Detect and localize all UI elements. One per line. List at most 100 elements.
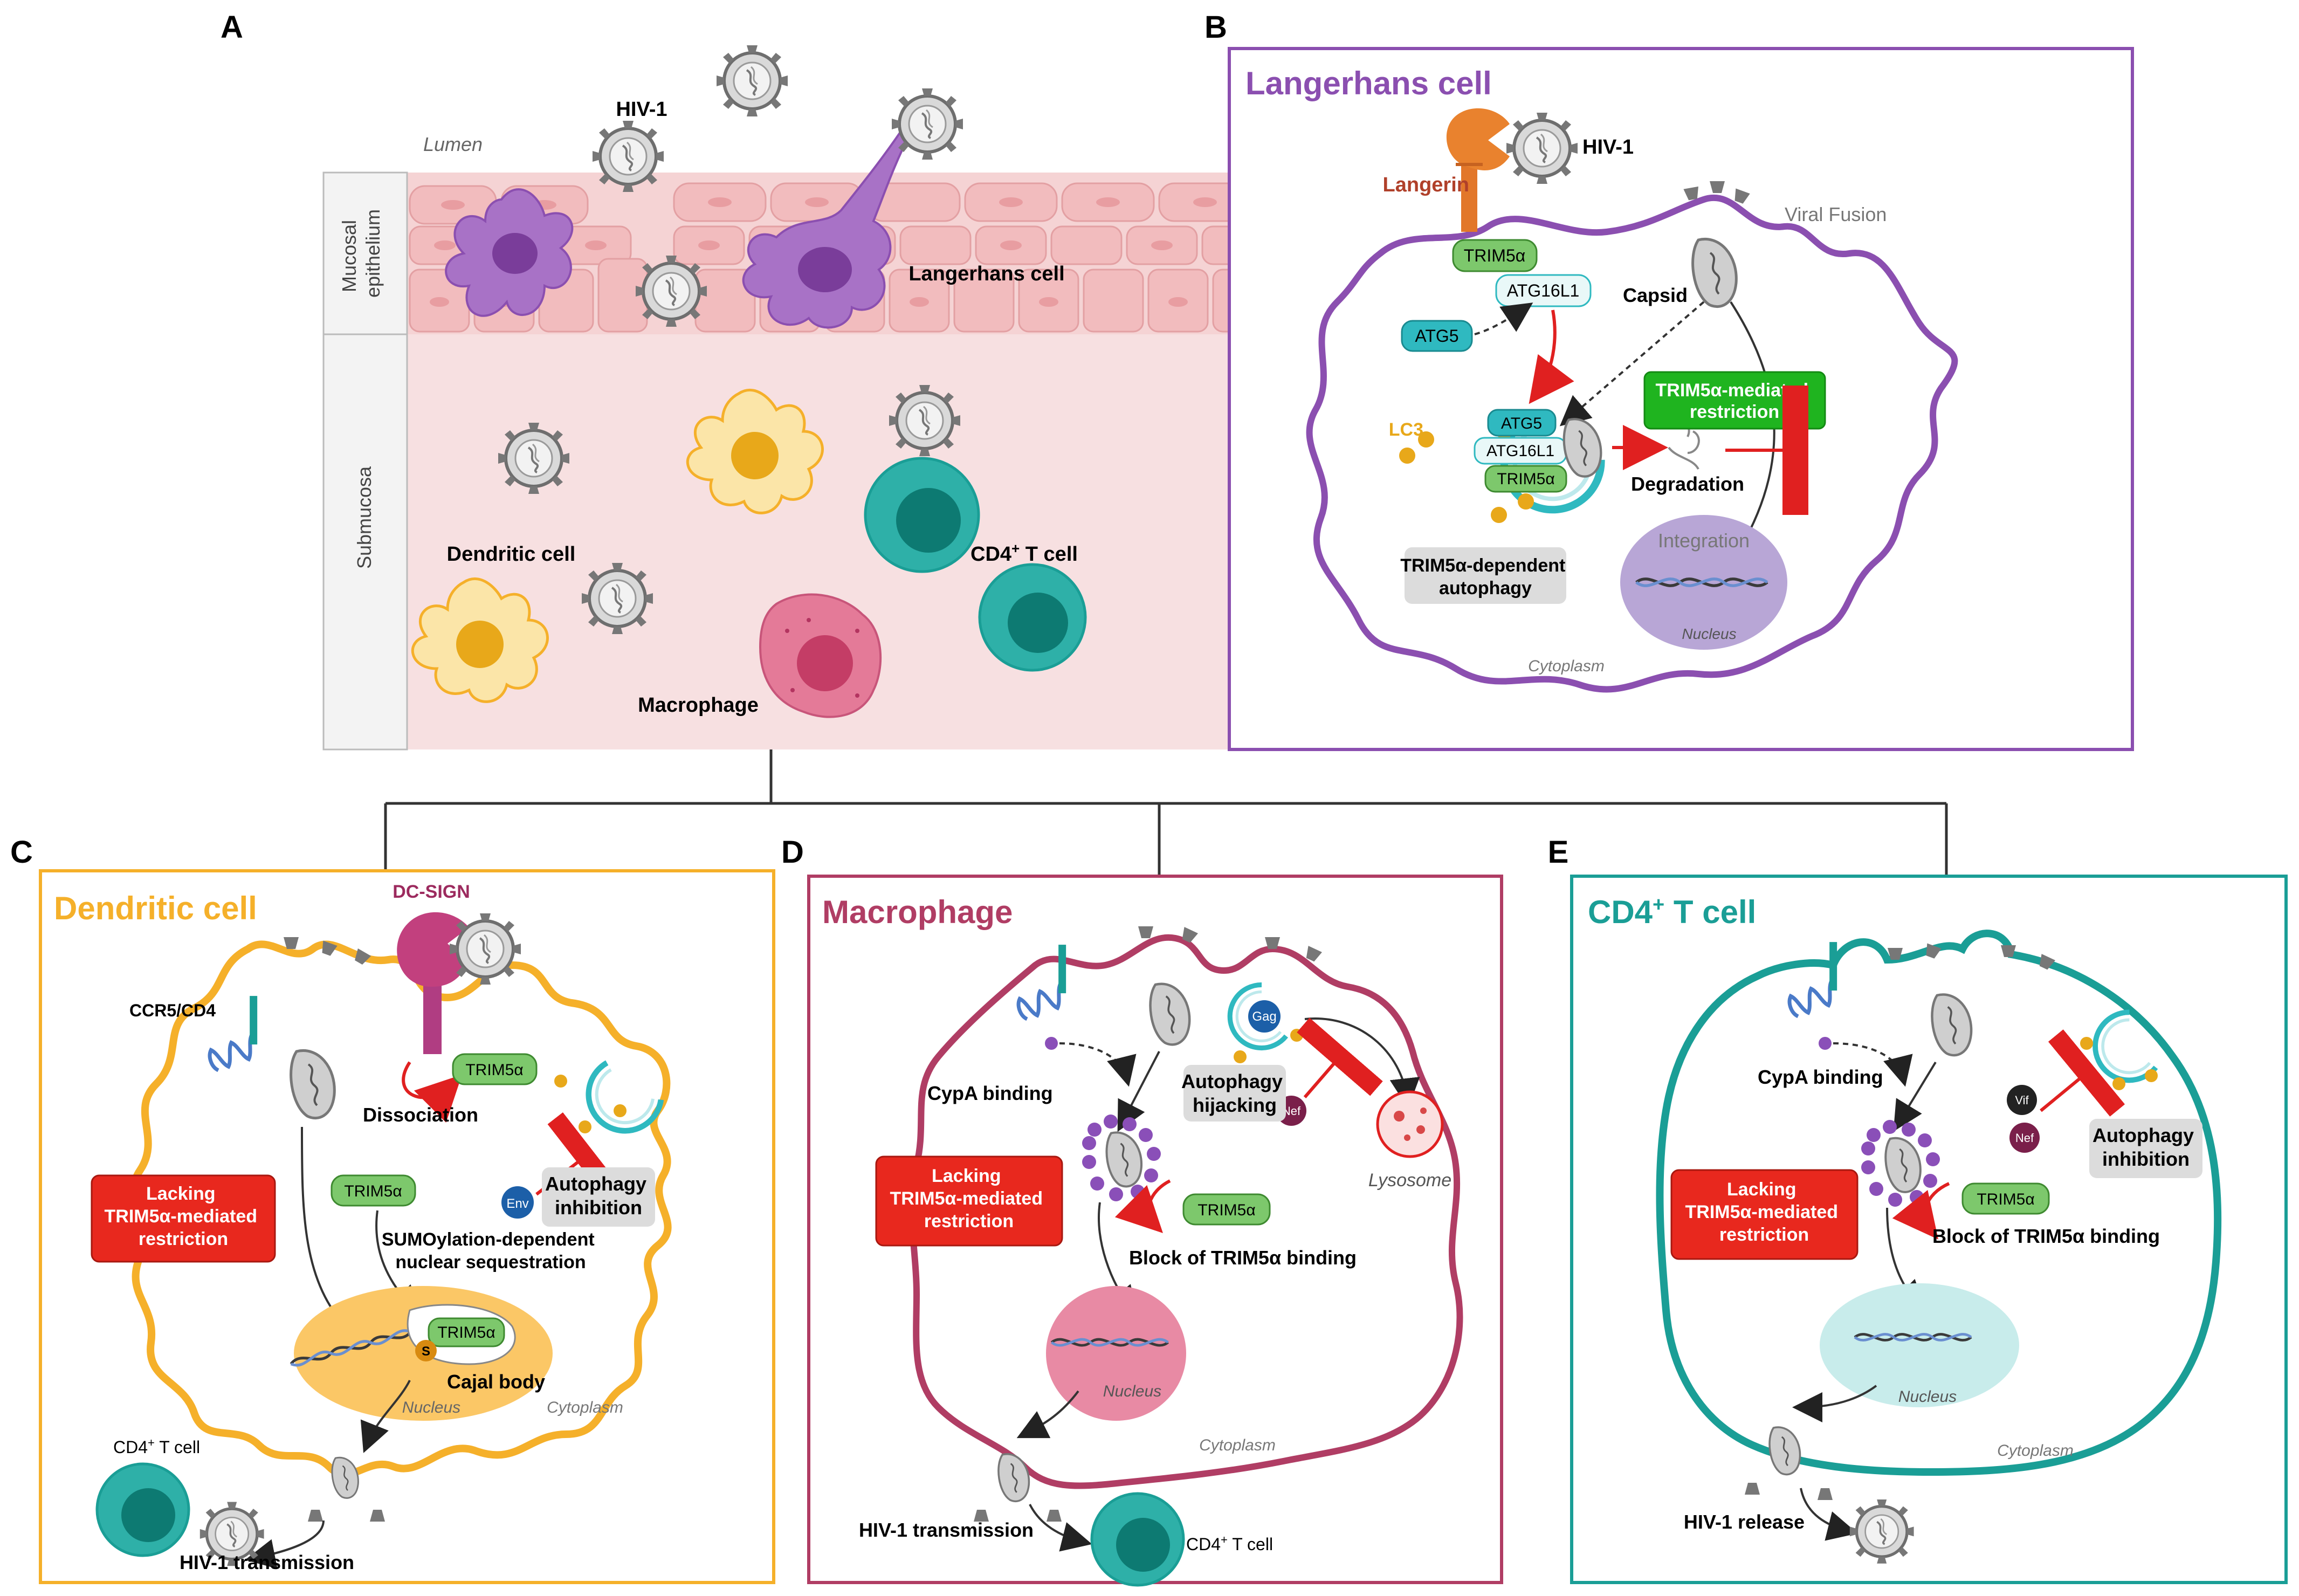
- dc-sign-label: DC-SIGN: [393, 882, 470, 902]
- dc-sign-receptor: [397, 912, 469, 1054]
- nucleus-d: [1046, 1286, 1186, 1421]
- lacking-restriction-label: Lacking TRIM5α-mediated restriction: [105, 1184, 263, 1249]
- block-arrow: [1892, 1182, 1950, 1240]
- svg-text:TRIM5α: TRIM5α: [1497, 470, 1554, 488]
- mucosal-epithelium-label: Mucosal epithelium: [338, 209, 384, 298]
- submucosa-label: Submucosa: [353, 466, 375, 569]
- virion-icon: [636, 256, 707, 327]
- svg-text:ATG5: ATG5: [1501, 415, 1542, 432]
- svg-text:TRIM5α: TRIM5α: [1197, 1201, 1255, 1219]
- panel-d-title: Macrophage: [822, 894, 1013, 930]
- cypa-dot: [1819, 1037, 1832, 1050]
- dendritic-cell-label: Dendritic cell: [447, 543, 576, 566]
- dendritic-cell-upper: [686, 389, 824, 514]
- panel-c: C Dendritic cell DC-SIGN CCR5/CD4 TRIM5α…: [10, 835, 775, 1584]
- trim5a-complex-pill: [1484, 465, 1567, 493]
- cypa-binding-label: CypA binding: [1758, 1066, 1883, 1088]
- autophagy-inhibition-box: [542, 1167, 655, 1227]
- cd4-t-cell-c: [95, 1462, 190, 1557]
- virion-icon: [450, 913, 521, 985]
- panel-d: D Macrophage CypA binding Gag Nef Autoph…: [781, 835, 1503, 1587]
- dissociation-arrow: [402, 1061, 462, 1123]
- lysosome-icon: [1376, 1090, 1444, 1158]
- sumo-icon: [415, 1340, 437, 1361]
- atg5-complex-pill: [1487, 409, 1557, 437]
- degradation-label: Degradation: [1631, 473, 1744, 495]
- virion-icon: [717, 45, 788, 116]
- atg5-pill: [1401, 320, 1473, 352]
- cajal-body-label: Cajal body: [447, 1371, 545, 1393]
- cypa-dot: [1045, 1037, 1058, 1050]
- restriction-label: TRIM5α-mediated restriction: [1656, 380, 1814, 422]
- panel-e-title: CD4+ T cell: [1588, 893, 1756, 930]
- cd4-t-cell-upper: [864, 457, 980, 573]
- langerhans-cell-left: [445, 188, 574, 317]
- virion-icon: [1850, 1499, 1914, 1564]
- svg-text:TRIM5α: TRIM5α: [1464, 246, 1526, 265]
- release-label: HIV-1 release: [1684, 1511, 1805, 1533]
- trim5a-pill: [1452, 239, 1538, 272]
- block-label: Block of TRIM5α binding: [1129, 1247, 1357, 1269]
- dendritic-cell-lower: [411, 577, 549, 703]
- svg-text:ATG5: ATG5: [1415, 326, 1458, 346]
- gag-icon: [1248, 1000, 1281, 1033]
- panel-d-letter: D: [781, 835, 804, 870]
- trim5a-pill: [1182, 1193, 1271, 1226]
- cd4-t-cell-label: CD4+ T cell: [1186, 1533, 1273, 1554]
- macrophage-cell: [759, 593, 882, 718]
- autophagy-inhibition-label: Autophagy inhibition: [545, 1173, 652, 1219]
- cypa-capsid-icon: [1861, 1120, 1940, 1207]
- nucleus-e: [1820, 1283, 2019, 1407]
- recruit-arrow: [1474, 302, 1533, 335]
- virion-icon: [593, 121, 664, 192]
- autophagy-box: [1405, 547, 1566, 604]
- svg-text:ATG16L1: ATG16L1: [1507, 281, 1580, 300]
- autophagy-label: TRIM5α-dependent autophagy: [1400, 555, 1571, 598]
- block-arrow: [1114, 1179, 1171, 1233]
- integration-label: Integration: [1658, 529, 1750, 552]
- panel-e: E CD4+ T cell CypA binding Vif Nef Autop…: [1548, 835, 2288, 1584]
- red-arrow: [1529, 309, 1574, 404]
- autophagy-inhibition-label: Autophagy inhibition: [2092, 1124, 2199, 1170]
- lc3-label: LC3: [1389, 419, 1423, 440]
- lacking-restriction-box: [91, 1174, 276, 1263]
- svg-text:TRIM5α: TRIM5α: [1977, 1191, 2034, 1208]
- transmission-label: HIV-1 transmission: [180, 1551, 354, 1573]
- restriction-box: [1643, 371, 1826, 430]
- langerhans-cell-label: Langerhans cell: [908, 263, 1064, 285]
- svg-text:TRIM5α: TRIM5α: [344, 1182, 402, 1200]
- nucleus-label: Nucleus: [402, 1399, 460, 1416]
- atg16l1-pill: [1495, 274, 1592, 307]
- block-label: Block of TRIM5α binding: [1932, 1225, 2160, 1247]
- svg-text:S: S: [422, 1344, 430, 1359]
- svg-text:Nef: Nef: [2015, 1131, 2034, 1145]
- virion-icon: [582, 563, 653, 634]
- langerhans-cell-right: [742, 121, 915, 329]
- autophagy-hijacking-label: Autophagy hijacking: [1181, 1070, 1288, 1116]
- nucleus-label: Nucleus: [1103, 1382, 1161, 1400]
- lacking-restriction-box: [1670, 1169, 1859, 1260]
- virion-icon: [892, 88, 963, 160]
- macrophage-label: Macrophage: [638, 694, 759, 717]
- cd4-t-cell-label: CD4+ T cell: [113, 1436, 200, 1457]
- trim5a-pill: [428, 1317, 505, 1347]
- tissue-label-strip: [322, 171, 408, 751]
- lysosome-label: Lysosome: [1368, 1170, 1451, 1191]
- panel-a: A: [221, 10, 1318, 751]
- lacking-restriction-label: Lacking TRIM5α-mediated restriction: [890, 1166, 1048, 1232]
- panel-b-hiv-label: HIV-1: [1582, 136, 1634, 159]
- langerin-receptor: [1446, 108, 1510, 232]
- nucleus-label: Nucleus: [1682, 625, 1736, 642]
- cytoplasm-label: Cytoplasm: [1528, 657, 1605, 675]
- lumen-label: Lumen: [423, 133, 483, 155]
- panel-a-letter: A: [221, 10, 243, 45]
- trim5a-pill: [1961, 1182, 2050, 1215]
- cd4-t-cell-label: CD4+ T cell: [970, 540, 1078, 566]
- svg-text:Env: Env: [506, 1196, 528, 1211]
- transmission-label: HIV-1 transmission: [859, 1519, 1034, 1541]
- inhibition-line: [1297, 1017, 1383, 1098]
- vif-icon: [2007, 1085, 2037, 1115]
- lacking-restriction-box: [875, 1155, 1063, 1247]
- panel-c-letter: C: [10, 835, 33, 870]
- autophagy-hijacking-box: [1183, 1065, 1286, 1122]
